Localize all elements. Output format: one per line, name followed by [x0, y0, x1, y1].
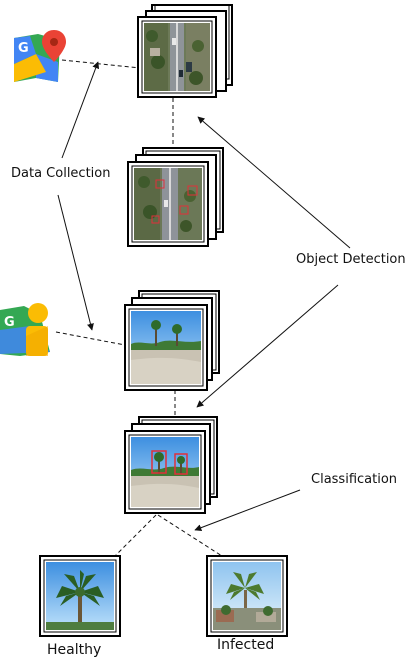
google-maps-icon: G [14, 30, 66, 82]
detection-to-street-arrow [196, 284, 339, 408]
healthy-palm-image [39, 555, 121, 637]
detection-box [151, 179, 198, 224]
aerial-detected-image [127, 161, 209, 247]
detection-to-aerial-arrow [197, 116, 351, 249]
detection-box [151, 450, 188, 475]
connector-lines [55, 59, 223, 557]
data-collection-label: Data Collection [11, 166, 111, 181]
google-street-view-icon: G [0, 303, 50, 356]
street-detected-stack [124, 416, 218, 514]
infected-label: Infected [217, 637, 275, 653]
street-detected-image [124, 430, 206, 514]
street-image-front [124, 304, 208, 391]
aerial-image-stack-1 [137, 4, 233, 98]
collection-to-streetview-arrow [57, 194, 94, 331]
classification-arrow [194, 489, 301, 532]
object-detection-label: Object Detection [296, 252, 406, 267]
maps-to-aerial-link [61, 59, 141, 69]
svg-text:G: G [18, 41, 29, 56]
aerial-detected-stack [127, 147, 224, 247]
arrows [57, 61, 351, 532]
svg-text:G: G [4, 315, 15, 330]
aerial-image-front [137, 16, 217, 98]
collection-to-maps-arrow [61, 61, 100, 159]
classified-to-healthy-link [114, 514, 157, 557]
healthy-label: Healthy [47, 642, 102, 658]
classified-to-infected-link [157, 514, 223, 557]
street-image-stack [124, 290, 220, 391]
streetview-to-street-link [55, 331, 126, 346]
classification-label: Classification [311, 472, 398, 487]
infected-palm-image [206, 555, 288, 637]
